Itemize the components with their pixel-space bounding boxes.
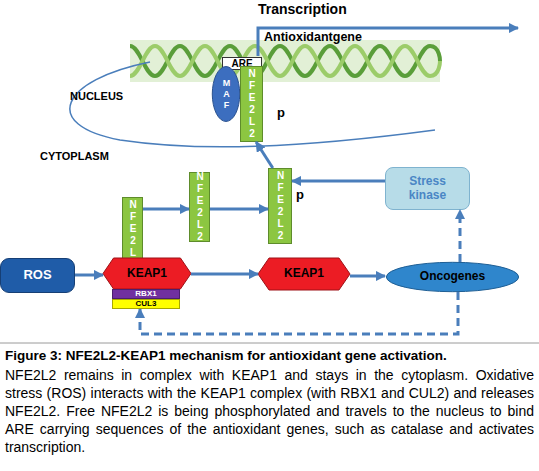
hexagon-shape — [258, 258, 350, 290]
phospho-mark: p — [277, 106, 285, 120]
ellipse-shape — [386, 262, 518, 291]
compartment-label: CYTOPLASM — [40, 150, 109, 162]
flow-arrow — [256, 142, 273, 168]
gene-label: Antioxidantgene — [264, 31, 362, 45]
dna-strand — [130, 46, 440, 76]
node-text: CUL3 — [136, 300, 157, 309]
node-text: Stress kinase — [391, 175, 464, 201]
flow-arrow — [143, 208, 189, 211]
figure-caption: NFE2L2 remains in complex with KEAP1 and… — [5, 366, 534, 456]
flow-arrow — [350, 275, 385, 278]
feedback-arrow — [459, 210, 462, 262]
kinase-box: Stress kinase — [385, 167, 470, 210]
node-text: KEAP1 — [284, 267, 324, 280]
rbx1-band: RBX1 — [112, 289, 180, 299]
ros-box: ROS — [0, 258, 75, 293]
protein-box: NFE2L2 — [268, 168, 292, 244]
feedback-arrow — [140, 292, 458, 334]
dna-strand — [130, 46, 440, 76]
node-text: KEAP1 — [127, 267, 167, 280]
keap1-hexagon: KEAP1 — [258, 258, 350, 290]
keap1-hexagon: KEAP1 — [103, 258, 191, 289]
ellipse-shape — [212, 67, 239, 122]
caption-rule — [0, 343, 539, 344]
oncogene-ellipse: Oncogenes — [385, 262, 520, 292]
protein-oval: MAF — [212, 66, 240, 122]
transcription-arrow — [258, 28, 518, 56]
node-text: Oncogenes — [420, 270, 485, 283]
flow-arrow — [210, 208, 268, 211]
phospho-mark: p — [296, 188, 304, 202]
flow-arrow — [75, 274, 103, 277]
flow-arrow — [292, 180, 385, 183]
node-text: NFE2L2 — [275, 170, 285, 242]
cul3-band: CUL3 — [112, 299, 180, 309]
compartment-label: NUCLEUS — [70, 90, 123, 102]
hexagon-shape — [103, 258, 191, 289]
process-label: Transcription — [258, 2, 347, 17]
node-text: RBX1 — [135, 290, 156, 299]
protein-box: NFE2L2 — [240, 66, 263, 142]
figure-title: Figure 3: NFE2L2-KEAP1 mechanism for ant… — [5, 347, 535, 365]
node-text: ROS — [23, 268, 51, 282]
node-text: MAF — [222, 78, 231, 111]
dna-band — [130, 40, 440, 82]
nuclear-membrane — [70, 62, 435, 147]
node-text: NFE2L2 — [247, 68, 257, 140]
protein-box: NFE2L2 — [189, 172, 210, 242]
flow-arrow — [191, 273, 258, 276]
node-text: NFE2L2 — [195, 171, 205, 243]
